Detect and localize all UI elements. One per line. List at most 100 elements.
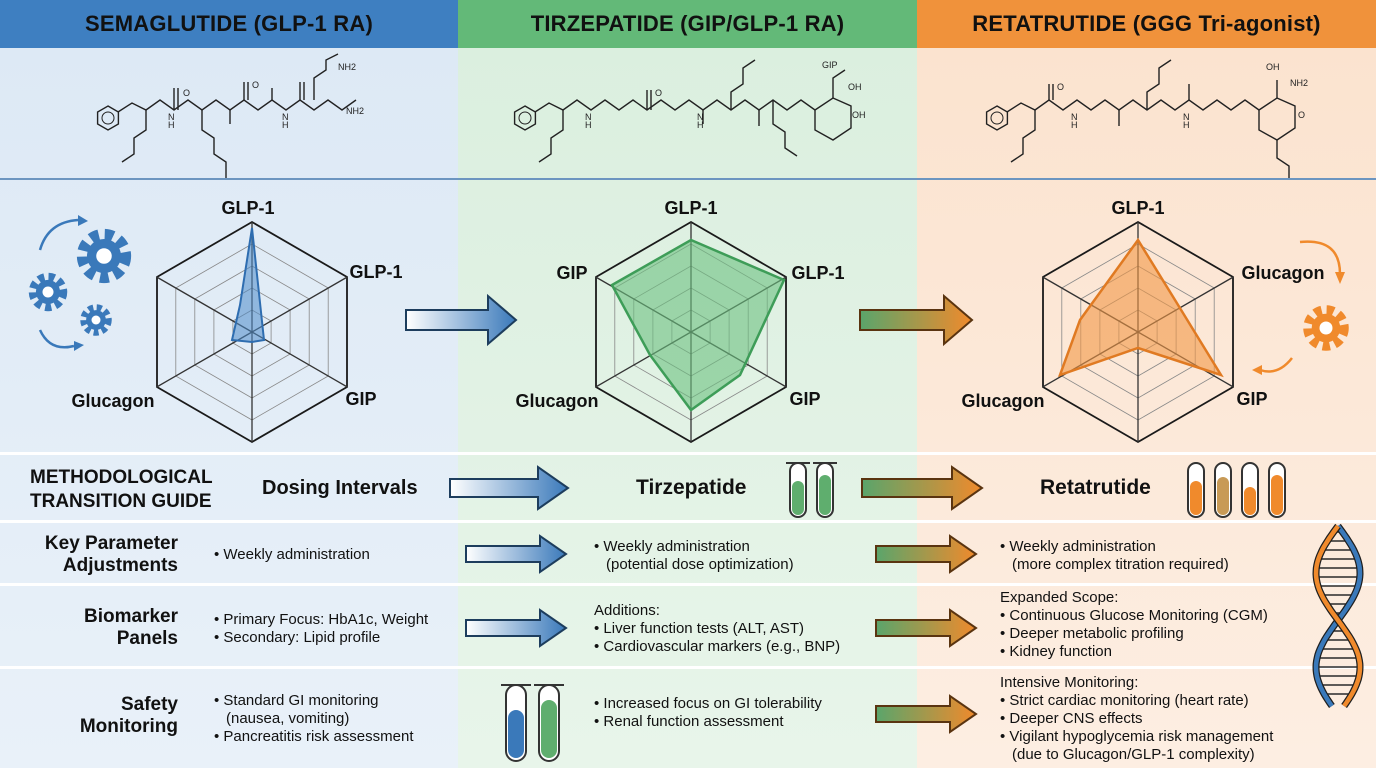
tirzepatide-structure-icon [513,59,852,163]
row-label-safety-monitoring-line-1: Safety [120,694,178,715]
retatrutide-guide-label: Retatrutide [1040,476,1151,499]
key-parameters-tirz-line-2: (potential dose optimization) [606,556,794,573]
key-parameters-reta-line-1: • Weekly administration [1000,538,1156,555]
radar-tirz-label-top: GLP-1 [664,198,717,218]
row-arrow-biomarkers-1-icon [465,608,568,648]
radar-area-semaglutide [230,227,266,344]
tirzepatide-gip-label: GIP [822,60,838,70]
key-parameters-tirzepatide: • Weekly administration (potential dose … [594,538,794,574]
guide-arrow-1-icon [449,465,570,511]
biomarkers-reta-heading: Expanded Scope: [1000,589,1119,606]
guide-row-graphics [449,462,1286,518]
key-parameters-sema-line-1: • Weekly administration [214,546,370,563]
retatrutide-column-background [917,48,1376,768]
row-label-biomarker-panels-line-1: Biomarker [84,606,178,627]
tirzepatide-column-background [458,48,917,768]
transition-arrow-1-icon [405,293,518,347]
radar-reta-label-lower-right: GIP [1236,389,1267,409]
radar-tirz-label-lower-right: GIP [789,389,820,409]
gear-icon-orange [1252,240,1345,375]
key-parameters-tirz-line-1: • Weekly administration [594,538,750,555]
semaglutide-header: SEMAGLUTIDE (GLP-1 RA) [0,0,458,48]
dosing-intervals-label: Dosing Intervals [262,477,418,499]
transition-arrow-2-icon [859,293,974,347]
guide-arrow-2-icon [861,465,984,511]
radar-spoke [251,276,348,333]
biomarkers-tirz-line-1: • Liver function tests (ALT, AST) [594,620,805,637]
key-parameters-retatrutide: • Weekly administration (more complex ti… [1000,538,1229,574]
guide-row-divider [0,520,1376,523]
biomarkers-retatrutide: Expanded Scope: • Continuous Glucose Mon… [1000,589,1268,661]
tirzepatide-atom-n-1: N [585,112,592,122]
safety-reta-heading: Intensive Monitoring: [1000,674,1139,691]
row-label-safety-monitoring-line-2: Monitoring [79,716,178,737]
biomarkers-reta-line-1: • Continuous Glucose Monitoring (CGM) [1000,607,1268,624]
tirzepatide-atom-o: O [655,88,662,98]
retatrutide-atom-h-2: H [1183,120,1190,130]
retatrutide-atom-h-1: H [1071,120,1078,130]
radar-sema-label-top: GLP-1 [221,198,274,218]
semaglutide-atom-h-1: H [168,120,175,130]
dna-helix-icon [1312,523,1364,709]
radar-area-tirzepatide [610,238,786,412]
row-arrow-safety-icon [875,694,978,734]
radar-sema-label-lower-right: GIP [345,389,376,409]
safety-tirzepatide: • Increased focus on GI tolerability • R… [594,695,822,731]
molecular-structures: NH2 NH2 O N H O N H GIP OH OH O N H [96,53,1308,178]
retatrutide-atom-o: O [1057,82,1064,92]
row-label-safety-monitoring: Safety Monitoring [20,694,178,738]
safety-tirz-line-1: • Increased focus on GI tolerability [594,695,822,712]
retatrutide-o-label: O [1298,110,1305,120]
row-label-biomarker-panels-line-2: Panels [116,628,178,649]
semaglutide-structure-icon [96,53,357,178]
row-arrows-and-icons [465,523,1364,762]
safety-sema-line-2: (nausea, vomiting) [226,710,350,727]
safety-reta-line-2: • Deeper CNS effects [1000,710,1143,727]
tirzepatide-guide-label: Tirzepatide [636,476,747,499]
semaglutide-atom-h-2: H [282,120,289,130]
biomarkers-sema-line-1: • Primary Focus: HbA1c, Weight [214,611,429,628]
biomarker-row-divider [0,666,1376,669]
biomarkers-semaglutide: • Primary Focus: HbA1c, Weight • Seconda… [214,611,428,647]
guide-title-line-1: METHODOLOGICAL [30,467,213,488]
key-parameters-reta-line-2: (more complex titration required) [1012,556,1229,573]
radar-sema-label-lower-left: Glucagon [71,391,154,411]
radar-tirz-label-lower-left: Glucagon [515,391,598,411]
semaglutide-atom-o-2: O [252,80,259,90]
radar-area-retatrutide [1057,237,1224,378]
retatrutide-header: RETATRUTIDE (GGG Tri-agonist) [917,0,1376,48]
retatrutide-oh-label: OH [1266,62,1280,72]
radar-reta-label-lower-left: Glucagon [961,391,1044,411]
safety-sema-line-1: • Standard GI monitoring [214,692,379,709]
tirzepatide-atom-n-2: N [697,112,704,122]
biomarkers-reta-line-3: • Kidney function [1000,643,1112,660]
semaglutide-atom-o-1: O [183,88,190,98]
dna-strand [1313,524,1363,708]
semaglutide-atom-n-1: N [168,112,175,122]
radar-reta-label-upper-right: Glucagon [1241,263,1324,283]
row-arrow-params-1-icon [465,534,568,574]
row-label-key-parameters-line-2: Adjustments [62,555,178,576]
biomarkers-tirz-heading: Additions: [594,602,660,619]
test-tubes-green-icon [786,462,837,518]
safety-tirz-line-2: • Renal function assessment [594,713,784,730]
safety-reta-line-3: • Vigilant hypoglycemia risk management [1000,728,1274,745]
tirzepatide-header: TIRZEPATIDE (GIP/GLP-1 RA) [458,0,917,48]
tirzepatide-atom-h-1: H [585,120,592,130]
retatrutide-nh2-label: NH2 [1290,78,1308,88]
retatrutide-atom-n-2: N [1183,112,1190,122]
key-parameters-semaglutide: • Weekly administration [214,546,370,564]
radar-tirz-label-upper-right: GLP-1 [791,263,844,283]
test-tubes-orange-icon [1187,462,1286,518]
safety-reta-line-1: • Strict cardiac monitoring (heart rate) [1000,692,1249,709]
safety-semaglutide: • Standard GI monitoring (nausea, vomiti… [214,692,413,746]
safety-reta-line-4: (due to Glucagon/GLP-1 complexity) [1012,746,1255,763]
radar-row-divider [0,452,1376,455]
tirzepatide-atom-h-2: H [697,120,704,130]
parameter-row-divider [0,583,1376,586]
gears-icon-blue [34,215,124,351]
radar-tirz-label-upper-left: GIP [556,263,587,283]
guide-title-line-2: TRANSITION GUIDE [30,491,212,512]
biomarkers-sema-line-2: • Secondary: Lipid profile [214,629,381,646]
